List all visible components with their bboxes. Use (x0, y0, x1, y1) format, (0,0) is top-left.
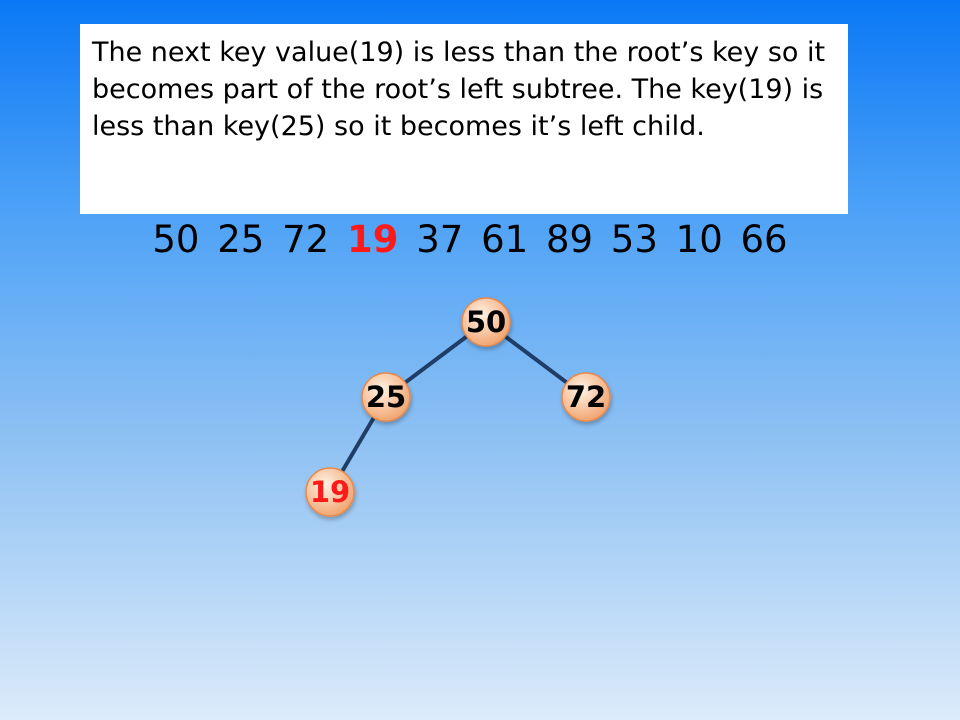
sequence-key: 53 (610, 218, 658, 261)
tree-node-circle (305, 467, 355, 517)
sequence-key: 72 (282, 218, 330, 261)
tree-node-label: 50 (466, 305, 506, 339)
sequence-key: 66 (740, 218, 788, 261)
sequence-key: 50 (152, 218, 200, 261)
tree-node: 72 (561, 372, 611, 422)
sequence-key: 25 (217, 218, 265, 261)
sequence-key: 37 (416, 218, 464, 261)
tree-node-label: 19 (310, 475, 350, 509)
sequence-key: 61 (481, 218, 529, 261)
tree-node-label: 72 (566, 380, 606, 414)
key-sequence: 50 25 72 19 37 61 89 53 10 66 (0, 214, 940, 266)
sequence-key: 19 (346, 218, 399, 261)
tree-node-circle (361, 372, 411, 422)
sequence-key: 89 (545, 218, 594, 261)
tree-node-circle (561, 372, 611, 422)
tree-node-label: 25 (366, 380, 406, 414)
explanation-box: The next key value(19) is less than the … (80, 24, 848, 214)
explanation-text: The next key value(19) is less than the … (92, 37, 826, 142)
tree-node-circle (461, 297, 511, 347)
tree-node: 50 (461, 297, 511, 347)
sequence-key: 10 (675, 218, 723, 261)
tree-node: 19 (305, 467, 355, 517)
tree-node: 25 (361, 372, 411, 422)
